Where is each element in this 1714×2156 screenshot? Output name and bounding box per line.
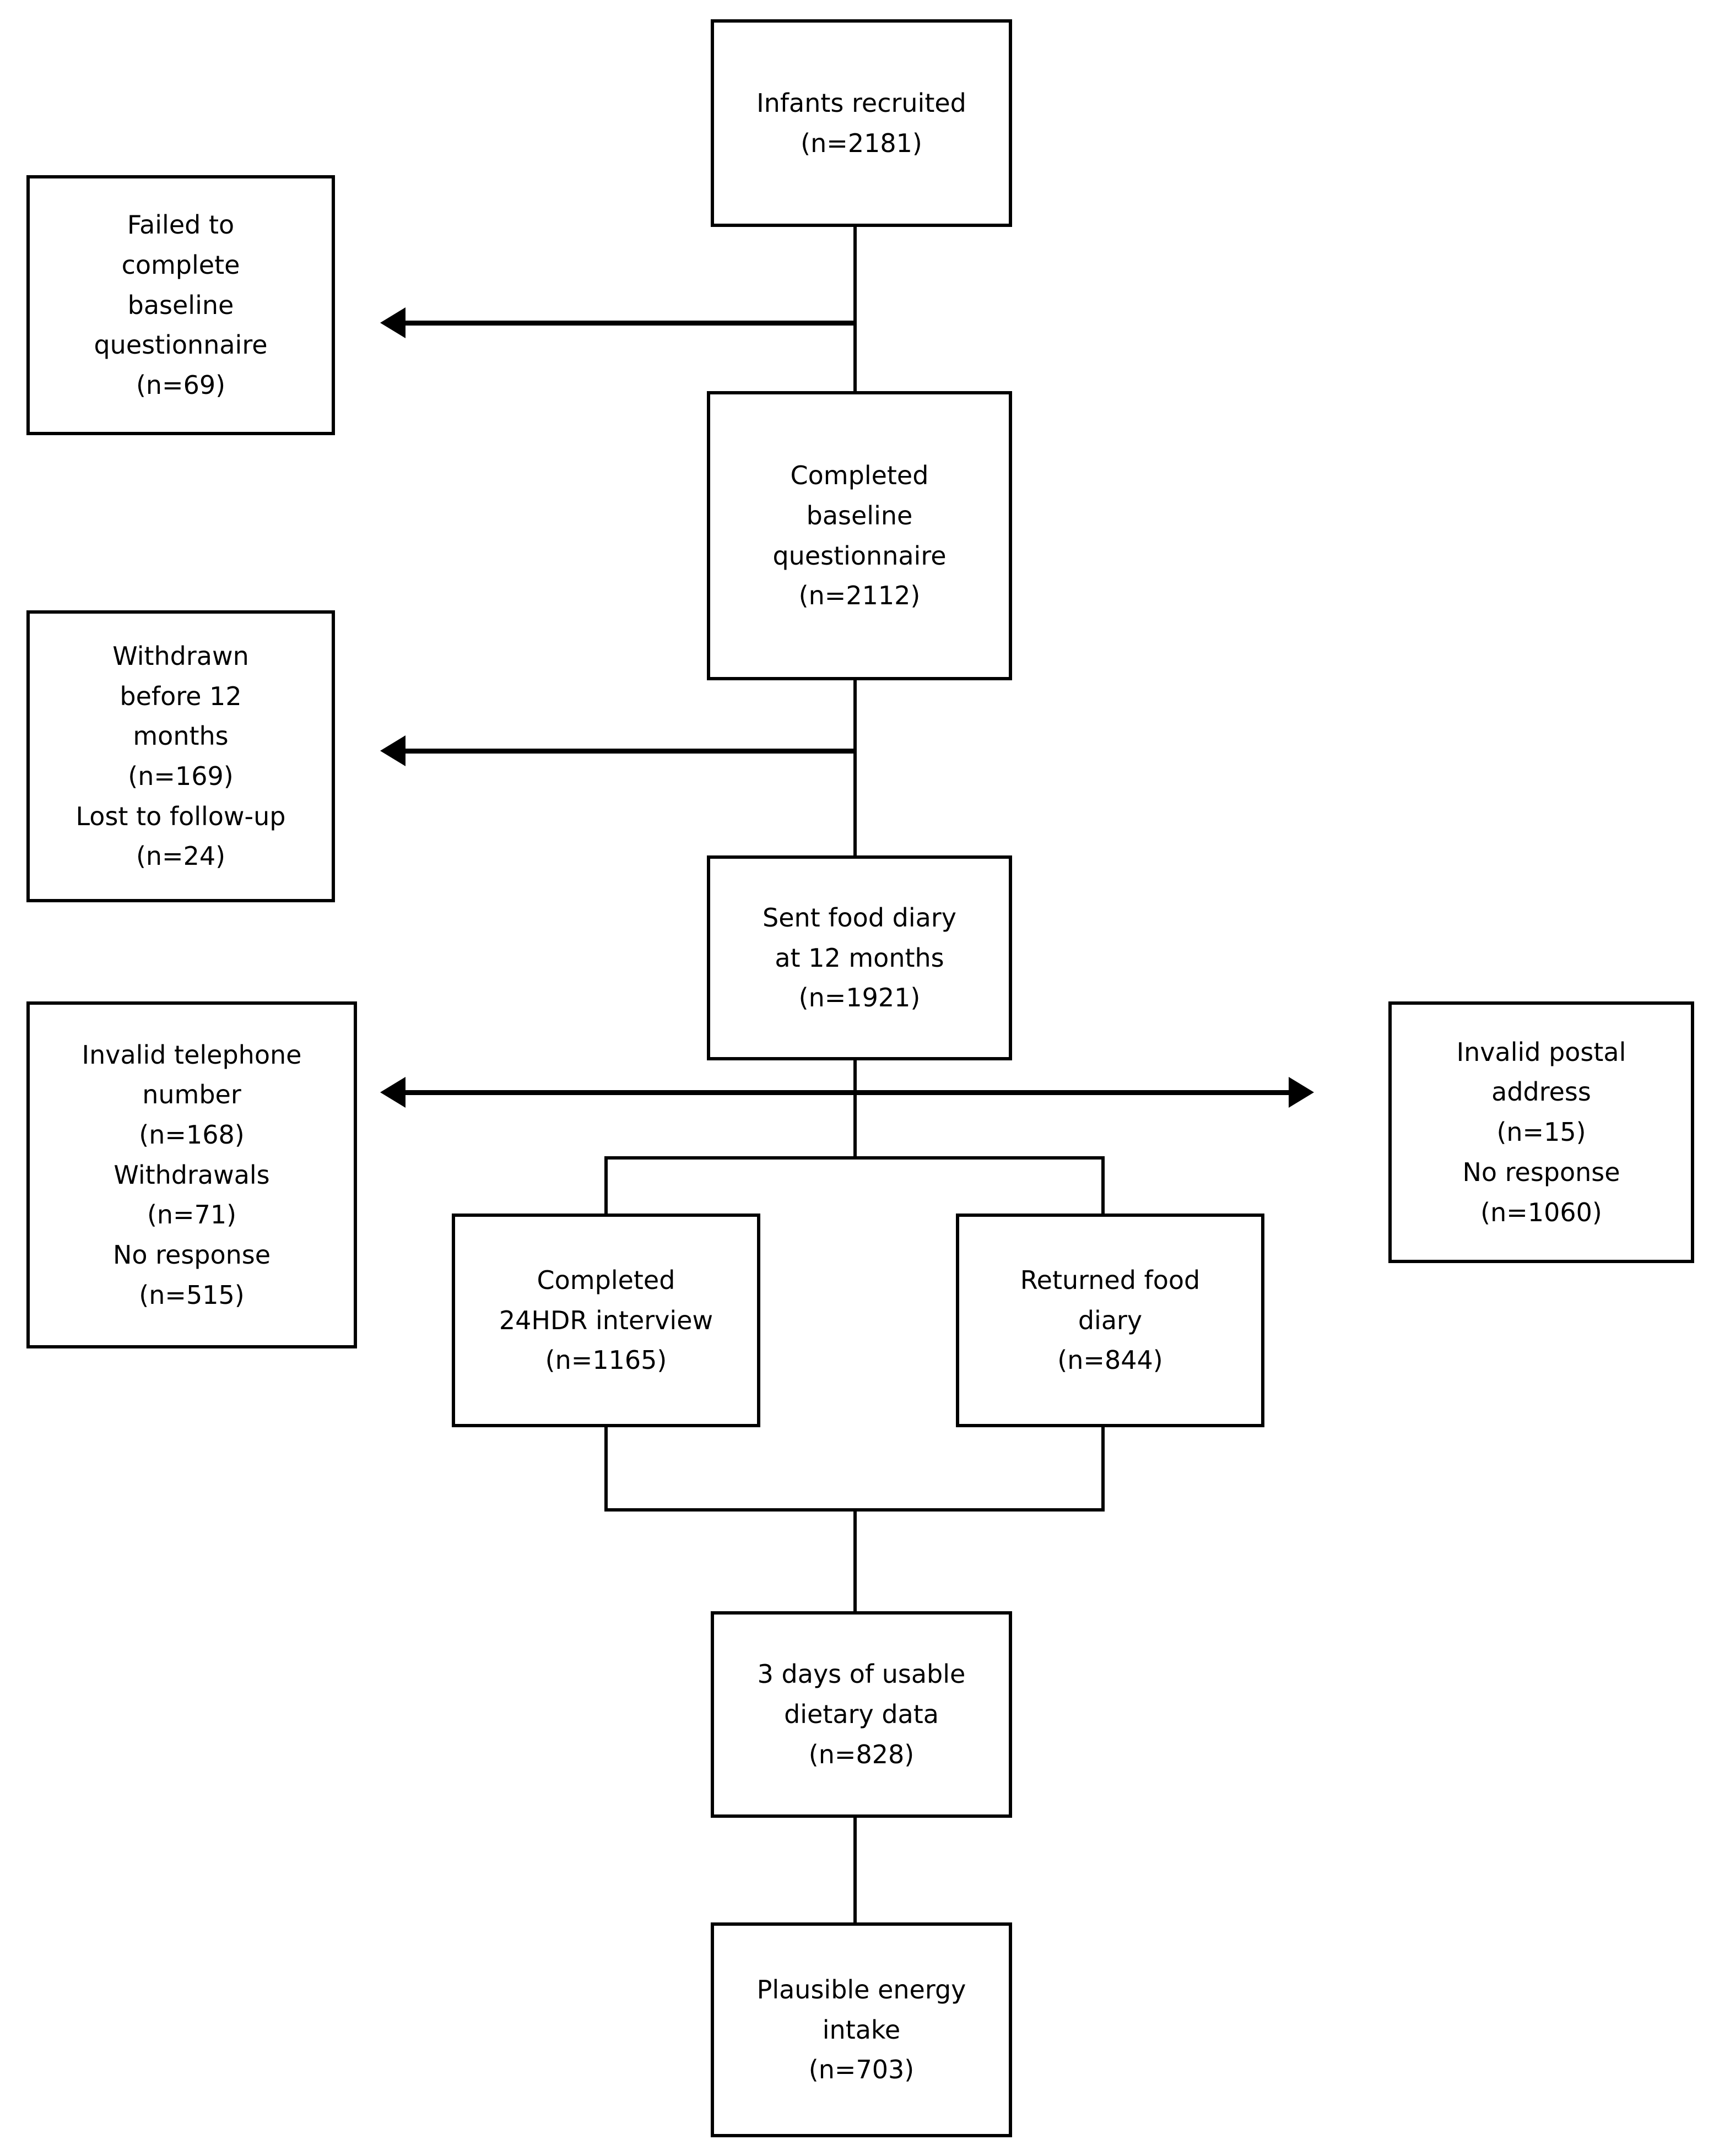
node-line: Sent food diary [763, 902, 956, 933]
merge-rise-left [604, 1426, 608, 1512]
node-line: dietary data [784, 1699, 939, 1730]
node-line: address [1491, 1077, 1591, 1107]
node-line: complete [121, 250, 240, 280]
arrow-head-invalid-phone [380, 1077, 405, 1108]
node-line: Lost to follow-up [75, 801, 286, 831]
node-line: (n=515) [139, 1280, 245, 1310]
node-line: diary [1078, 1305, 1143, 1335]
node-line: (n=844) [1057, 1345, 1163, 1375]
branch-drop-right [1101, 1156, 1105, 1215]
node-line: Invalid telephone [82, 1039, 302, 1070]
branch-drop-left [604, 1156, 608, 1215]
node-line: Completed [537, 1265, 675, 1295]
arrow-head-withdrawn [380, 735, 405, 766]
merge-rise-right [1101, 1426, 1105, 1512]
node-line: (n=169) [128, 761, 234, 791]
node-withdrawn-lost-to-followup[interactable]: Withdrawn before 12 months (n=169) Lost … [26, 610, 335, 902]
node-completed-baseline-questionnaire[interactable]: Completed baseline questionnaire (n=2112… [707, 391, 1012, 680]
node-line: Withdrawals [113, 1160, 270, 1190]
node-line: months [133, 721, 229, 751]
node-line: Withdrawn [112, 641, 249, 671]
node-line: No response [112, 1240, 271, 1270]
connector-sent-diary-to-branch [853, 1060, 857, 1160]
node-line: (n=2181) [801, 128, 922, 158]
node-line: (n=168) [139, 1119, 245, 1150]
node-line: 24HDR interview [499, 1305, 713, 1335]
node-line: Plausible energy [756, 1974, 966, 2005]
node-line: Completed [790, 461, 929, 491]
node-line: (n=24) [136, 841, 226, 871]
node-line: questionnaire [772, 540, 947, 571]
node-line: baseline [806, 500, 913, 530]
node-plausible-energy-intake[interactable]: Plausible energy intake (n=703) [711, 1922, 1012, 2137]
node-sent-food-diary[interactable]: Sent food diary at 12 months (n=1921) [707, 855, 1012, 1060]
connector-merge-to-usable-dietary [853, 1508, 857, 1613]
arrow-head-failed-baseline [380, 307, 405, 338]
node-line: number [142, 1080, 241, 1110]
node-line: Invalid postal [1456, 1037, 1626, 1067]
node-line: before 12 [120, 681, 242, 711]
node-line: at 12 months [775, 942, 944, 973]
node-line: intake [822, 2014, 901, 2045]
connector-completed-baseline-to-sent-diary [853, 680, 857, 857]
node-line: Infants recruited [756, 88, 966, 118]
node-line: No response [1462, 1157, 1620, 1187]
node-usable-dietary-data[interactable]: 3 days of usable dietary data (n=828) [711, 1611, 1012, 1818]
node-returned-food-diary[interactable]: Returned food diary (n=844) [956, 1214, 1264, 1427]
connector-usable-to-plausible [853, 1818, 857, 1924]
node-line: (n=1165) [545, 1345, 667, 1375]
node-line: 3 days of usable [757, 1659, 966, 1689]
node-invalid-telephone-number[interactable]: Invalid telephone number (n=168) Withdra… [26, 1001, 357, 1348]
node-infants-recruited[interactable]: Infants recruited (n=2181) [711, 19, 1012, 227]
node-line: Returned food [1020, 1265, 1201, 1295]
branch-bar-top [604, 1156, 1105, 1160]
node-line: (n=1921) [798, 983, 921, 1013]
node-failed-baseline-questionnaire[interactable]: Failed to complete baseline questionnair… [26, 175, 335, 435]
node-line: questionnaire [94, 330, 268, 360]
arrow-shaft-withdrawn [400, 749, 855, 754]
node-line: (n=15) [1496, 1117, 1586, 1147]
arrow-shaft-invalid-contact [400, 1090, 1289, 1095]
node-line: baseline [127, 290, 234, 320]
connector-recruited-to-completed-baseline [853, 227, 857, 393]
arrow-shaft-failed-baseline [400, 321, 855, 326]
node-line: (n=828) [808, 1739, 915, 1769]
node-invalid-postal-address[interactable]: Invalid postal address (n=15) No respons… [1388, 1001, 1694, 1263]
node-line: (n=703) [808, 2055, 915, 2085]
node-line: (n=1060) [1480, 1197, 1602, 1227]
node-line: (n=71) [147, 1200, 237, 1230]
node-line: (n=2112) [798, 581, 921, 611]
node-completed-24hdr-interview[interactable]: Completed 24HDR interview (n=1165) [452, 1214, 760, 1427]
node-line: Failed to [127, 210, 235, 240]
arrow-head-invalid-postal [1289, 1077, 1314, 1108]
node-line: (n=69) [136, 370, 226, 400]
